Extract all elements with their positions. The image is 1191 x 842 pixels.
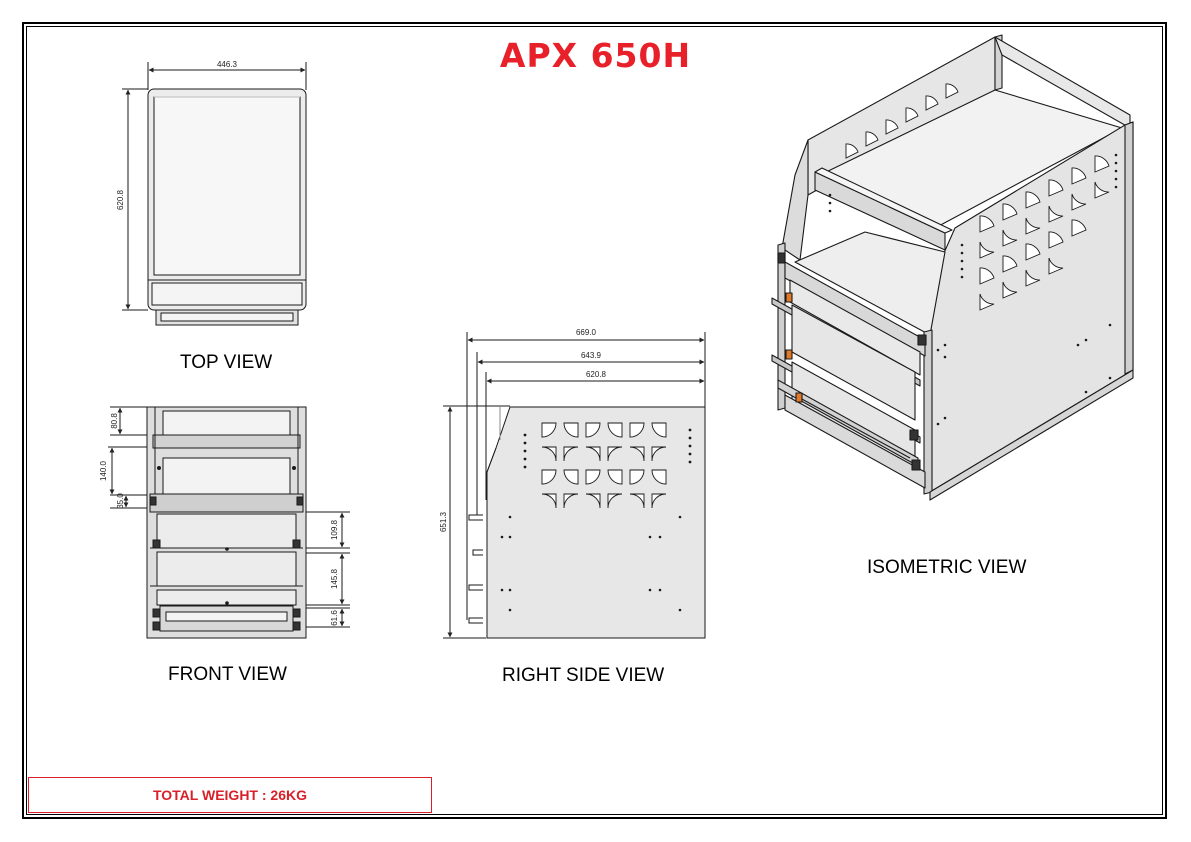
drawing-border-outer bbox=[22, 22, 1167, 819]
front-dim-109-8: 109.8 bbox=[330, 519, 339, 540]
isometric-view bbox=[771, 34, 1134, 501]
front-view-label: FRONT VIEW bbox=[168, 664, 287, 685]
front-dim-80-8: 80.8 bbox=[110, 413, 119, 429]
isometric-dots bbox=[828, 153, 1118, 426]
front-view bbox=[108, 406, 350, 639]
top-view bbox=[122, 62, 307, 326]
top-depth-dim: 620.8 bbox=[116, 189, 125, 210]
right-side-view bbox=[443, 332, 706, 639]
drawing-border-inner bbox=[26, 26, 1163, 815]
isometric-vents bbox=[845, 83, 1110, 311]
top-width-dim: 446.3 bbox=[217, 60, 238, 69]
side-dim-643-9: 643.9 bbox=[581, 351, 602, 360]
side-dim-669-0: 669.0 bbox=[576, 328, 597, 337]
front-dim-35-0: 35.0 bbox=[116, 493, 125, 509]
front-dim-61-6: 61.6 bbox=[330, 610, 339, 626]
total-weight-text: TOTAL WEIGHT : 26KG bbox=[152, 787, 307, 803]
side-dim-651-3: 651.3 bbox=[439, 511, 448, 532]
total-weight-box: TOTAL WEIGHT : 26KG bbox=[28, 777, 432, 813]
top-view-label: TOP VIEW bbox=[180, 352, 273, 373]
drawing-title: APX 650H bbox=[499, 36, 692, 75]
front-dim-145-8: 145.8 bbox=[330, 568, 339, 589]
isometric-view-label: ISOMETRIC VIEW bbox=[867, 557, 1027, 578]
right-side-view-label: RIGHT SIDE VIEW bbox=[502, 665, 665, 686]
side-dim-620-8: 620.8 bbox=[586, 370, 607, 379]
front-dim-140-0: 140.0 bbox=[99, 460, 108, 481]
